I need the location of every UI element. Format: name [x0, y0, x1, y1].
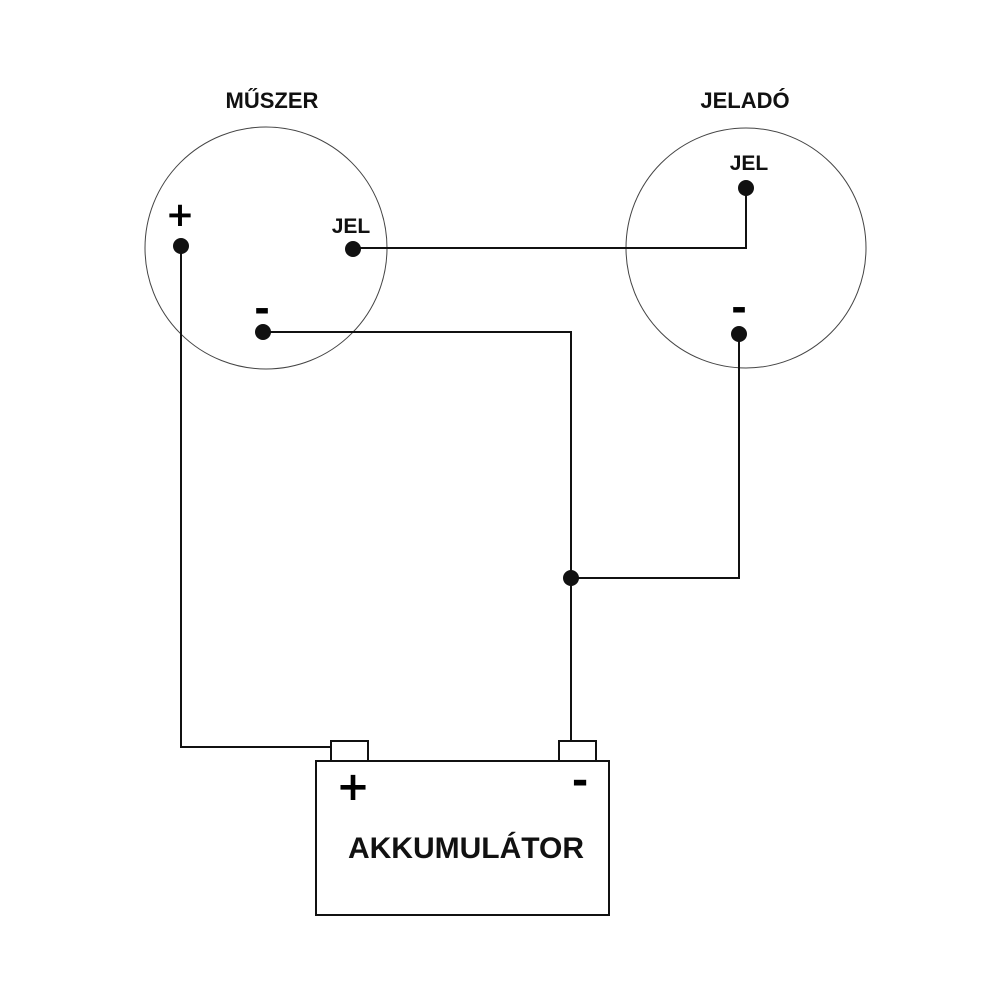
sender-title: JELADÓ [700, 88, 789, 113]
ground-junction [563, 570, 579, 586]
wire-positive [180, 246, 331, 748]
gauge-jel-label: JEL [332, 215, 371, 238]
battery-plus-label: + [336, 764, 370, 810]
battery-body [315, 760, 610, 916]
battery-positive-post [330, 740, 369, 762]
sender-jel-terminal [738, 180, 754, 196]
wires [180, 188, 747, 748]
gauge-jel-terminal [345, 241, 361, 257]
battery-component: + - AKKUMULÁTOR [315, 740, 610, 916]
sender-jel-label: JEL [730, 152, 769, 175]
terminals [173, 180, 754, 586]
gauge-component: MŰSZER + JEL - [144, 88, 388, 370]
gauge-plus-terminal [173, 238, 189, 254]
wire-signal [353, 188, 747, 249]
wire-gauge-ground [263, 331, 572, 742]
sender-minus-label: - [731, 286, 747, 330]
gauge-minus-terminal [255, 324, 271, 340]
gauge-title: MŰSZER [226, 88, 319, 113]
gauge-minus-label: - [254, 287, 270, 331]
battery-minus-label: - [572, 758, 589, 804]
sender-minus-terminal [731, 326, 747, 342]
battery-title: AKKUMULÁTOR [348, 831, 584, 865]
gauge-plus-label: + [166, 195, 195, 235]
wire-sender-ground [571, 334, 740, 579]
